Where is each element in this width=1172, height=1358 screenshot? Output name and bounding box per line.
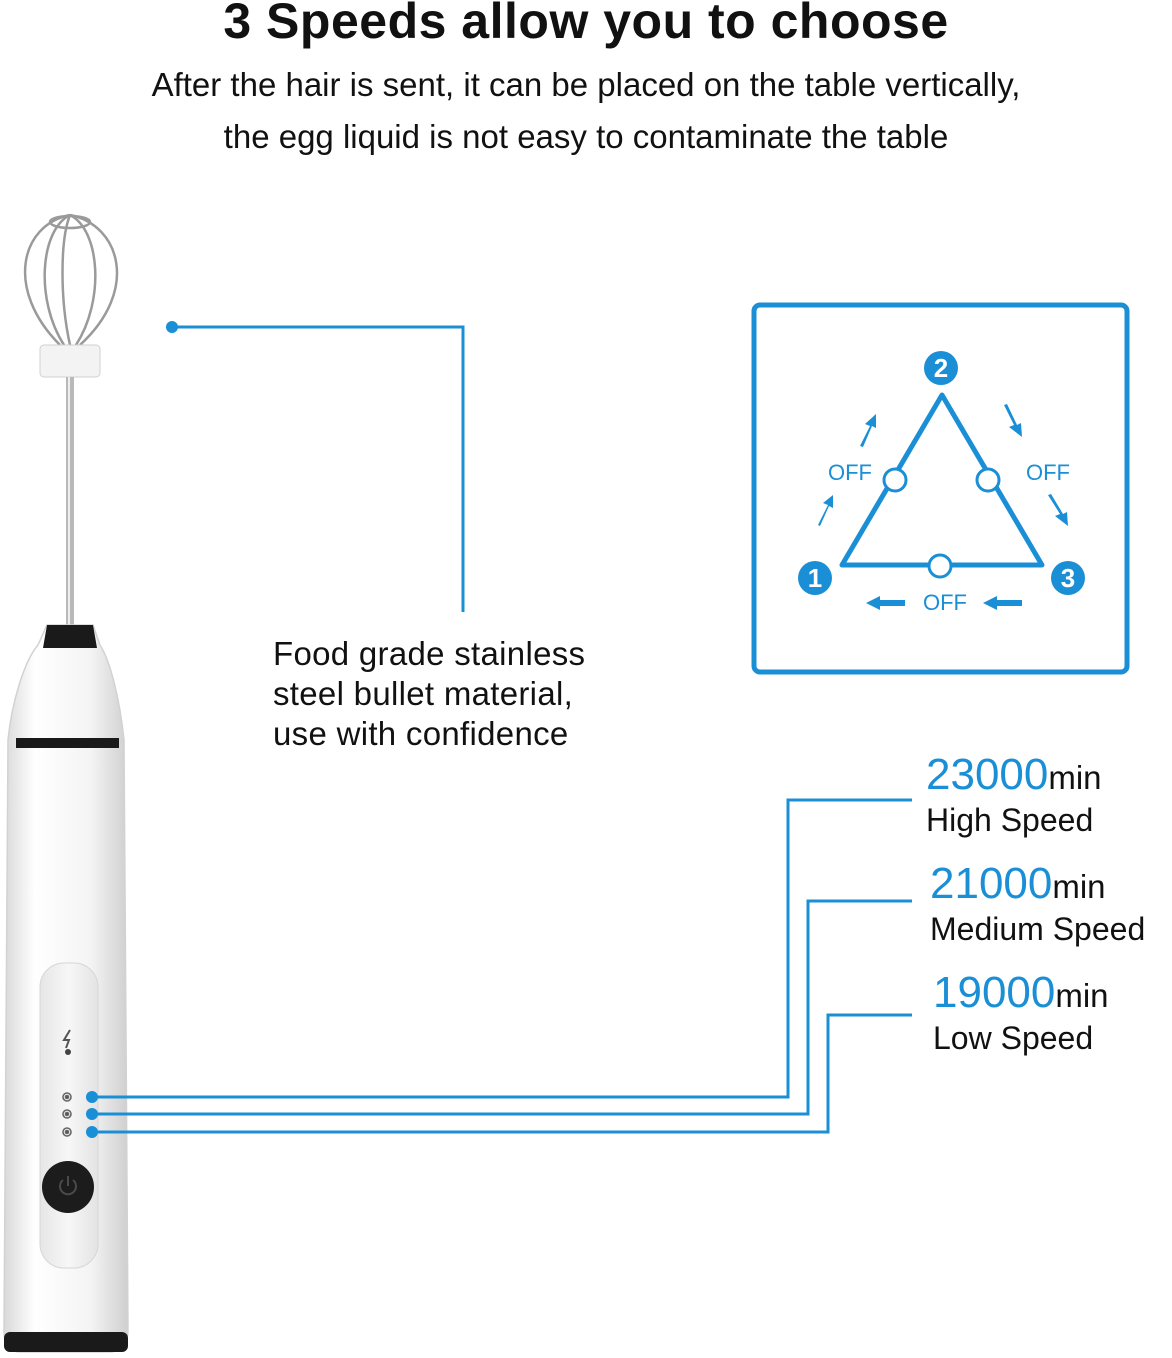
- material-line-1: Food grade stainless: [273, 635, 586, 672]
- high-speed-spec: 23000min High Speed: [926, 750, 1102, 839]
- speed-cycle-diagram: [751, 302, 1130, 675]
- medium-speed-value: 21000: [930, 859, 1053, 908]
- medium-speed-dot: [86, 1108, 98, 1120]
- nozzle-cap: [43, 625, 97, 648]
- handle-base: [4, 1332, 128, 1352]
- power-icon: [59, 1179, 77, 1196]
- medium-speed-unit: min: [1052, 868, 1106, 905]
- charge-icon: [62, 1029, 71, 1049]
- subtitle-line-2: the egg liquid is not easy to contaminat…: [223, 118, 949, 155]
- low-speed-dot: [86, 1126, 98, 1138]
- low-speed-value: 19000: [933, 968, 1056, 1017]
- whisk-collar: [39, 344, 101, 378]
- low-speed-spec: 19000min Low Speed: [933, 968, 1109, 1057]
- off-positions: [882, 467, 1001, 579]
- high-speed-value: 23000: [926, 750, 1049, 799]
- material-line-2: steel bullet material,: [273, 675, 574, 712]
- node-3-label: 3: [1061, 563, 1075, 593]
- high-speed-label: High Speed: [926, 802, 1094, 838]
- node-1-label: 1: [808, 563, 822, 593]
- whisk-head: [23, 213, 119, 346]
- node-2-label: 2: [934, 353, 948, 383]
- subtitle-line-1: After the hair is sent, it can be placed…: [151, 66, 1021, 103]
- off-bottom-label: OFF: [923, 590, 967, 615]
- speed-callout-lines: [92, 798, 912, 1134]
- low-speed-unit: min: [1055, 977, 1109, 1014]
- material-description: Food grade stainless steel bullet materi…: [273, 634, 585, 754]
- material-line-3: use with confidence: [273, 715, 569, 752]
- material-callout-line: [172, 325, 465, 612]
- power-button[interactable]: [42, 1161, 94, 1213]
- medium-speed-spec: 21000min Medium Speed: [930, 859, 1145, 948]
- speed-indicators: [62, 1092, 72, 1137]
- medium-speed-label: Medium Speed: [930, 911, 1146, 947]
- off-left-label: OFF: [828, 460, 872, 485]
- high-speed-dot: [86, 1091, 98, 1103]
- page-title: 3 Speeds allow you to choose: [223, 0, 949, 49]
- low-speed-label: Low Speed: [933, 1020, 1094, 1056]
- off-right-label: OFF: [1026, 460, 1070, 485]
- callout-dot: [166, 321, 178, 333]
- position-markers: [798, 351, 1085, 595]
- charge-led: [65, 1049, 71, 1055]
- handle-ring: [16, 738, 119, 748]
- high-speed-unit: min: [1048, 759, 1102, 796]
- direction-arrows: [818, 404, 1068, 610]
